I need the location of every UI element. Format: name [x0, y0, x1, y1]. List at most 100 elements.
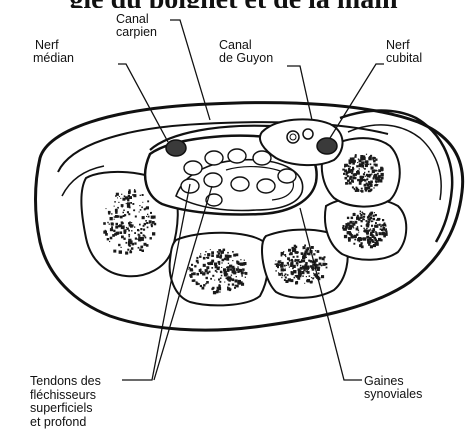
marrow-speck	[144, 209, 146, 211]
marrow-speck	[129, 196, 132, 199]
marrow-speck	[291, 259, 293, 261]
marrow-speck	[229, 265, 231, 267]
marrow-speck	[284, 265, 286, 267]
marrow-speck	[152, 216, 154, 218]
marrow-speck	[302, 275, 304, 277]
marrow-speck	[200, 285, 202, 287]
marrow-speck	[361, 238, 363, 240]
marrow-speck	[117, 197, 118, 198]
marrow-speck	[218, 279, 220, 281]
marrow-speck	[366, 220, 368, 222]
marrow-speck	[288, 249, 291, 252]
marrow-speck	[107, 222, 108, 223]
marrow-speck	[354, 213, 355, 214]
marrow-speck	[346, 226, 348, 228]
marrow-speck	[379, 176, 380, 177]
marrow-speck	[370, 155, 372, 157]
marrow-speck	[347, 175, 349, 177]
marrow-speck	[282, 275, 284, 277]
marrow-speck	[281, 277, 282, 278]
marrow-speck	[105, 230, 106, 231]
marrow-speck	[373, 187, 374, 188]
marrow-speck	[224, 282, 225, 283]
marrow-speck	[226, 278, 228, 280]
marrow-speck	[351, 179, 354, 182]
marrow-speck	[141, 233, 142, 234]
marrow-speck	[116, 223, 119, 226]
marrow-speck	[377, 181, 379, 183]
marrow-speck	[240, 263, 241, 264]
marrow-speck	[287, 274, 289, 276]
marrow-speck	[220, 255, 222, 257]
marrow-speck	[351, 235, 354, 238]
marrow-speck	[231, 275, 232, 276]
marrow-speck	[193, 272, 196, 275]
marrow-speck	[359, 241, 360, 242]
marrow-speck	[110, 217, 113, 220]
marrow-speck	[123, 238, 125, 240]
marrow-speck	[119, 250, 122, 253]
marrow-speck	[373, 159, 374, 160]
marrow-speck	[111, 213, 112, 214]
marrow-speck	[348, 168, 350, 170]
marrow-speck	[210, 249, 211, 250]
marrow-speck	[135, 216, 137, 218]
marrow-speck	[284, 275, 285, 276]
marrow-speck	[202, 287, 205, 290]
marrow-speck	[301, 271, 304, 274]
marrow-speck	[149, 220, 150, 221]
marrow-speck	[348, 170, 351, 173]
marrow-speck	[126, 242, 128, 244]
marrow-speck	[128, 191, 131, 194]
marrow-speck	[227, 287, 229, 289]
marrow-speck	[324, 261, 325, 262]
marrow-speck	[369, 237, 372, 240]
marrow-speck	[366, 161, 368, 163]
marrow-speck	[188, 269, 189, 270]
marrow-speck	[285, 277, 287, 279]
marrow-speck	[196, 273, 199, 276]
marrow-speck	[131, 230, 132, 231]
marrow-speck	[353, 243, 355, 245]
marrow-speck	[203, 265, 204, 266]
marrow-speck	[289, 260, 291, 262]
marrow-speck	[123, 212, 125, 214]
marrow-speck	[128, 230, 130, 232]
marrow-speck	[221, 275, 223, 277]
marrow-speck	[114, 201, 116, 203]
marrow-speck	[309, 275, 311, 277]
marrow-speck	[344, 169, 345, 170]
marrow-speck	[149, 223, 150, 224]
marrow-speck	[385, 228, 387, 230]
marrow-speck	[351, 171, 353, 173]
marrow-speck	[119, 196, 120, 197]
marrow-speck	[356, 228, 359, 231]
marrow-speck	[121, 225, 124, 228]
marrow-speck	[128, 234, 130, 236]
marrow-speck	[189, 274, 191, 276]
tendon	[205, 151, 223, 165]
marrow-speck	[278, 273, 281, 276]
marrow-speck	[216, 291, 219, 294]
marrow-speck	[145, 237, 147, 239]
marrow-speck	[218, 252, 220, 254]
marrow-speck	[358, 232, 359, 233]
marrow-speck	[281, 252, 284, 255]
marrow-speck	[280, 264, 282, 266]
median-nerve	[166, 140, 186, 156]
marrow-speck	[120, 216, 123, 219]
marrow-speck	[378, 219, 379, 220]
marrow-speck	[134, 190, 136, 192]
marrow-speck	[325, 263, 327, 265]
marrow-speck	[290, 279, 293, 282]
marrow-speck	[118, 202, 119, 203]
marrow-speck	[150, 212, 152, 214]
marrow-speck	[199, 256, 201, 258]
marrow-speck	[275, 264, 276, 265]
marrow-speck	[355, 190, 357, 192]
marrow-speck	[140, 246, 143, 249]
marrow-speck	[312, 277, 314, 279]
marrow-speck	[216, 271, 218, 273]
marrow-speck	[138, 230, 139, 231]
marrow-speck	[276, 264, 279, 267]
